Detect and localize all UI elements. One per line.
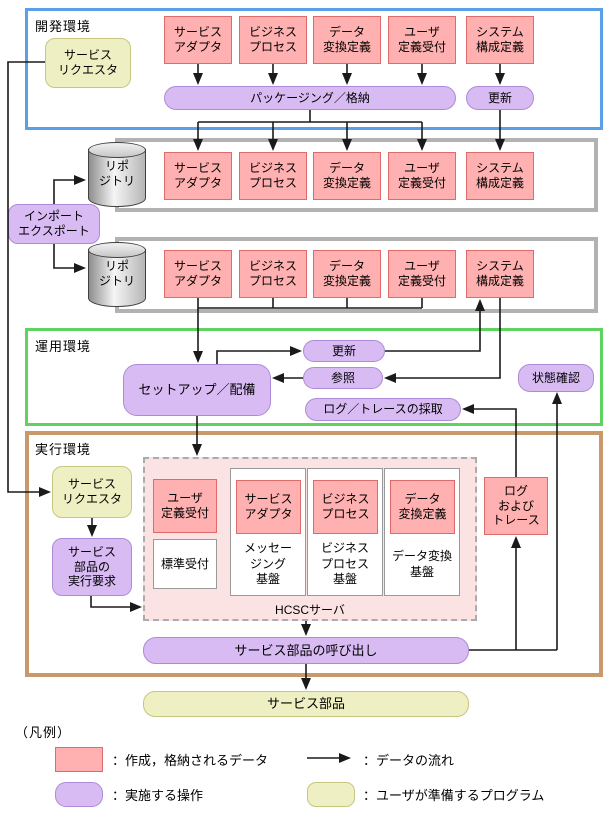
- dev-service-requester-box: サービス リクエスタ: [45, 38, 131, 88]
- cylinder-body: [88, 249, 146, 307]
- repo1-artifact-data-conversion: データ 変換定義: [313, 152, 381, 200]
- repo2-artifact-user-def-reception: ユーザ 定義受付: [388, 250, 456, 298]
- ops-reference-operation: 参照: [303, 367, 383, 389]
- setup-deploy-operation: セットアップ／配備: [123, 364, 271, 416]
- cylinder-top: [88, 242, 146, 258]
- import-export-operation: インポート エクスポート: [8, 204, 100, 244]
- legend-operation-label: ：実施する操作: [112, 788, 204, 803]
- hcsc-artifact-data-conversion: データ 変換定義: [390, 480, 455, 534]
- hcsc-column-business-process: ビジネス プロセス ビジネス プロセス 基盤: [307, 468, 383, 596]
- repository-label: リポ ジトリ: [98, 259, 135, 288]
- ops-update-operation: 更新: [303, 340, 385, 362]
- repo2-artifact-system-config: システム 構成定義: [466, 250, 534, 298]
- hcsc-column-service-adapter: サービス アダプタ メッセー ジング 基盤: [230, 468, 306, 596]
- repo2-artifact-business-process: ビジネス プロセス: [239, 250, 307, 298]
- hcsc-standard-reception: 標準受付: [153, 539, 217, 589]
- repo2-artifact-data-conversion: データ 変換定義: [313, 250, 381, 298]
- legend-user-program-label: ：ユーザが準備するプログラム: [363, 788, 545, 803]
- data-conversion-platform-label: データ変換 基盤: [391, 549, 452, 579]
- log-trace-collection-operation: ログ／トレースの採取: [305, 398, 461, 421]
- dev-artifact-business-process: ビジネス プロセス: [239, 16, 307, 64]
- repository-cylinder-1: リポ ジトリ: [88, 142, 146, 212]
- dev-artifact-system-config: システム 構成定義: [466, 16, 534, 64]
- dev-artifact-data-conversion: データ 変換定義: [313, 16, 381, 64]
- cylinder-top: [88, 142, 146, 158]
- hcsc-artifact-service-adapter: サービス アダプタ: [236, 480, 301, 534]
- ops-environment-title: 運用環境: [35, 339, 92, 354]
- dev-update-operation: 更新: [466, 86, 534, 110]
- exec-service-requester-box: サービス リクエスタ: [52, 466, 132, 518]
- service-call-operation: サービス部品の呼び出し: [143, 637, 469, 664]
- log-and-trace-box: ログ および トレース: [484, 477, 548, 535]
- exec-environment-title: 実行環境: [35, 442, 92, 457]
- repo1-artifact-system-config: システム 構成定義: [466, 152, 534, 200]
- business-process-platform-label: ビジネス プロセス 基盤: [320, 541, 369, 587]
- packaging-store-operation: パッケージング／格納: [164, 86, 456, 110]
- repository-label: リポ ジトリ: [98, 159, 135, 188]
- legend-data-label: ：作成，格納されるデータ: [112, 753, 269, 768]
- legend-user-program-swatch: [307, 782, 355, 807]
- hcsc-artifact-business-process: ビジネス プロセス: [313, 480, 378, 534]
- hcsc-server-label: HCSCサーバ: [275, 603, 345, 617]
- messaging-platform-label: メッセー ジング 基盤: [243, 541, 292, 587]
- cylinder-body: [88, 149, 146, 207]
- legend-title: （凡例）: [15, 725, 72, 740]
- repo1-artifact-business-process: ビジネス プロセス: [239, 152, 307, 200]
- repo1-artifact-service-adapter: サービス アダプタ: [164, 152, 232, 200]
- legend-data-swatch: [55, 747, 103, 772]
- exec-request-operation: サービス 部品の 実行要求: [52, 538, 132, 596]
- arrow-importexport-to-repo1: [53, 175, 86, 204]
- repo2-artifact-service-adapter: サービス アダプタ: [164, 250, 232, 298]
- hcsc-user-def-reception: ユーザ 定義受付: [153, 479, 217, 533]
- dev-environment-title: 開発環境: [35, 19, 92, 34]
- dev-artifact-user-def-reception: ユーザ 定義受付: [388, 16, 456, 64]
- dev-artifact-service-adapter: サービス アダプタ: [164, 16, 232, 64]
- legend-flow-label: ：データの流れ: [363, 753, 455, 768]
- status-check-operation: 状態確認: [518, 364, 594, 392]
- hcsc-column-data-conversion: データ 変換定義 データ変換 基盤: [384, 468, 460, 596]
- repo1-artifact-user-def-reception: ユーザ 定義受付: [388, 152, 456, 200]
- repository-cylinder-2: リポ ジトリ: [88, 242, 146, 312]
- service-component-box: サービス部品: [143, 691, 469, 717]
- arrow-importexport-to-repo2: [53, 244, 86, 273]
- legend-operation-swatch: [55, 782, 103, 807]
